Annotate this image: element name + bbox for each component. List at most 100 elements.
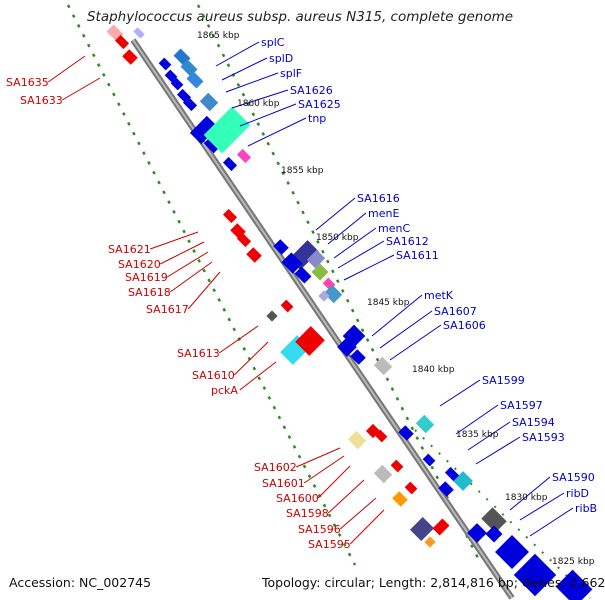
kbp-scale-label: 1835 kbp	[456, 430, 499, 440]
gene-label-left: SA1618	[128, 286, 171, 299]
leader-line-right	[337, 240, 385, 269]
gene-glyph	[170, 77, 184, 91]
gene-glyph	[133, 27, 145, 39]
leader-line-right	[475, 436, 521, 465]
gene-glyph	[199, 92, 219, 112]
leader-line-left	[169, 261, 213, 293]
gene-label-left: pckA	[211, 384, 238, 397]
kbp-scale-label: 1840 kbp	[412, 365, 455, 375]
gene-label-right: SA1626	[290, 84, 333, 97]
leader-line-left	[303, 455, 345, 484]
gene-label-left: SA1617	[146, 303, 189, 316]
gene-glyph	[236, 232, 252, 248]
gene-label-right: SA1599	[482, 374, 525, 387]
gene-label-right: splF	[280, 67, 302, 80]
gene-glyph	[182, 96, 198, 112]
gene-label-right: SA1590	[552, 471, 595, 484]
gene-glyph	[555, 569, 593, 600]
gene-glyph	[295, 326, 325, 356]
leader-line-right	[529, 507, 574, 537]
leader-line-right	[327, 212, 367, 245]
gene-label-left: SA1635	[6, 76, 49, 89]
gene-label-right: SA1594	[512, 416, 555, 429]
gene-label-left: SA1619	[125, 271, 168, 284]
gene-glyph	[114, 34, 130, 50]
gene-glyph	[323, 284, 343, 304]
gene-label-right: ribB	[575, 502, 597, 515]
genome-summary-text: Topology: circular; Length: 2,814,816 bp…	[262, 575, 605, 590]
kbp-scale-label: 1860 kbp	[237, 99, 280, 109]
leader-line-right	[509, 476, 551, 511]
gene-glyph	[409, 516, 435, 542]
leader-line-left	[296, 447, 341, 468]
leader-line-right	[371, 294, 423, 337]
gene-label-left: SA1620	[118, 258, 161, 271]
gene-glyph	[281, 252, 303, 274]
gene-glyph	[432, 518, 450, 536]
gene-glyph	[337, 337, 357, 357]
gene-glyph	[273, 239, 289, 255]
leader-line-right	[519, 492, 565, 521]
leader-line-right	[247, 117, 307, 147]
gene-glyph	[266, 310, 278, 322]
gene-glyph	[373, 356, 393, 376]
leader-line-right	[333, 227, 377, 259]
gene-glyph	[236, 148, 252, 164]
leader-line-left	[317, 465, 351, 499]
gene-label-left: SA1598	[286, 507, 329, 520]
gene-glyph	[373, 464, 393, 484]
leader-line-left	[339, 497, 377, 530]
leader-line-right	[231, 89, 289, 109]
leader-line-left	[349, 509, 385, 545]
gene-label-left: SA1601	[262, 477, 305, 490]
gene-label-right: tnp	[308, 112, 326, 125]
leader-line-left	[187, 271, 221, 310]
gene-label-right: SA1616	[357, 192, 400, 205]
gene-glyph	[186, 71, 204, 89]
leader-line-left	[327, 479, 365, 514]
gene-label-left: SA1596	[298, 523, 341, 536]
gene-glyph	[438, 481, 454, 497]
gene-glyph	[318, 290, 330, 302]
gene-glyph	[398, 425, 414, 441]
gene-label-left: SA1610	[192, 369, 235, 382]
leader-line-left	[239, 361, 277, 391]
gene-glyph	[294, 266, 312, 284]
gene-label-right: menC	[378, 222, 410, 235]
leader-line-right	[379, 310, 433, 349]
leader-line-left	[47, 55, 86, 83]
leader-line-right	[389, 324, 442, 361]
kbp-scale-label: 1845 kbp	[367, 298, 410, 308]
leader-line-right	[315, 197, 356, 231]
gene-glyph	[350, 349, 366, 365]
gene-label-left: SA1613	[177, 347, 220, 360]
gene-glyph	[164, 69, 178, 83]
gene-glyph	[374, 429, 388, 443]
kbp-scale-label: 1855 kbp	[281, 166, 324, 176]
gene-label-right: SA1607	[434, 305, 477, 318]
gene-glyph	[222, 156, 238, 172]
gene-glyph	[246, 247, 262, 263]
leader-line-right	[343, 254, 395, 281]
gene-glyph	[306, 249, 326, 269]
gene-label-left: SA1600	[276, 492, 319, 505]
gene-glyph	[415, 414, 435, 434]
gene-label-right: SA1593	[522, 431, 565, 444]
gene-glyph	[347, 430, 367, 450]
leader-line-left	[61, 77, 101, 101]
gene-label-right: splC	[261, 36, 285, 49]
inner-dotted-track	[196, 4, 482, 563]
kbp-scale-label: 1865 kbp	[197, 31, 240, 41]
gene-glyph	[444, 466, 460, 482]
far-dotted-track	[414, 429, 591, 599]
leader-line-right	[215, 41, 260, 67]
gene-glyph	[481, 507, 507, 533]
gene-label-right: SA1625	[298, 98, 341, 111]
leader-line-left	[218, 325, 259, 354]
leader-line-right	[455, 404, 499, 435]
genome-title: Staphylococcus aureus subsp. aureus N315…	[86, 9, 514, 25]
gene-label-right: SA1611	[396, 249, 439, 262]
leader-line-right	[467, 421, 511, 451]
gene-label-left: SA1602	[254, 461, 297, 474]
